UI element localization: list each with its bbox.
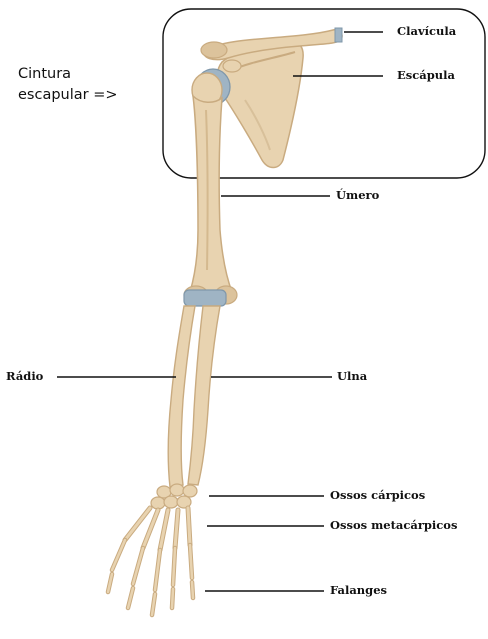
label-clavicula: Clavícula bbox=[397, 24, 456, 38]
label-umero: Úmero bbox=[336, 188, 379, 202]
elbow-cartilage bbox=[184, 290, 226, 306]
humerus-bone bbox=[190, 96, 232, 292]
label-carpicos: Ossos cárpicos bbox=[330, 488, 425, 502]
label-radio: Rádio bbox=[6, 369, 43, 383]
label-escapula: Escápula bbox=[397, 68, 455, 82]
shoulder-girdle-note: Cintura escapular => bbox=[18, 64, 118, 106]
label-falanges: Falanges bbox=[330, 583, 387, 597]
shoulder-girdle-note-line2: escapular => bbox=[18, 85, 118, 106]
label-ulna: Ulna bbox=[337, 369, 367, 383]
ulna-bone bbox=[188, 306, 220, 485]
carpal-bones bbox=[151, 484, 197, 509]
label-metacarpicos: Ossos metacárpicos bbox=[330, 518, 457, 532]
shoulder-girdle-note-line1: Cintura bbox=[18, 64, 118, 85]
